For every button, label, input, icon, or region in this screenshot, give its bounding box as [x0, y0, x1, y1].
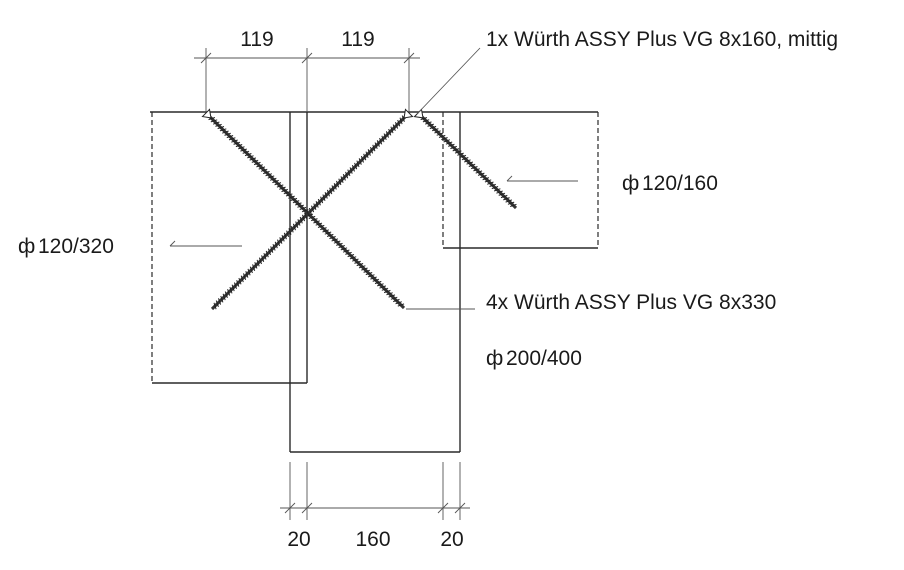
label-cross-screws: 4x Würth ASSY Plus VG 8x330	[486, 291, 776, 314]
top-dimension-chain	[194, 48, 420, 112]
section-symbol-left: ф	[18, 235, 35, 258]
screws-group	[201, 108, 518, 311]
main-beam-outline	[150, 111, 598, 453]
label-beam-right: 120/160	[642, 172, 718, 195]
section-symbol-right: ф	[622, 172, 639, 195]
dim-top-right: 119	[341, 28, 374, 51]
section-symbol-main: ф	[486, 347, 503, 370]
label-beam-main: 200/400	[506, 347, 582, 370]
dim-bottom-right: 20	[440, 528, 463, 551]
dim-bottom-mid: 160	[355, 528, 390, 551]
dim-top-left: 119	[240, 28, 273, 51]
right-beam-outline	[442, 112, 599, 249]
screw-cross-1	[201, 108, 406, 310]
screw-top-short	[413, 108, 518, 210]
leader-line-top-screw	[416, 47, 481, 115]
force-arrow-left	[169, 240, 242, 247]
screw-cross-2	[210, 108, 414, 311]
force-arrow-right	[506, 175, 578, 182]
bottom-dimension-chain	[280, 462, 470, 520]
label-beam-left: 120/320	[38, 235, 114, 258]
dim-bottom-left: 20	[287, 528, 310, 551]
left-beam-outline	[151, 112, 308, 384]
label-top-screw: 1x Würth ASSY Plus VG 8x160, mittig	[486, 28, 838, 51]
